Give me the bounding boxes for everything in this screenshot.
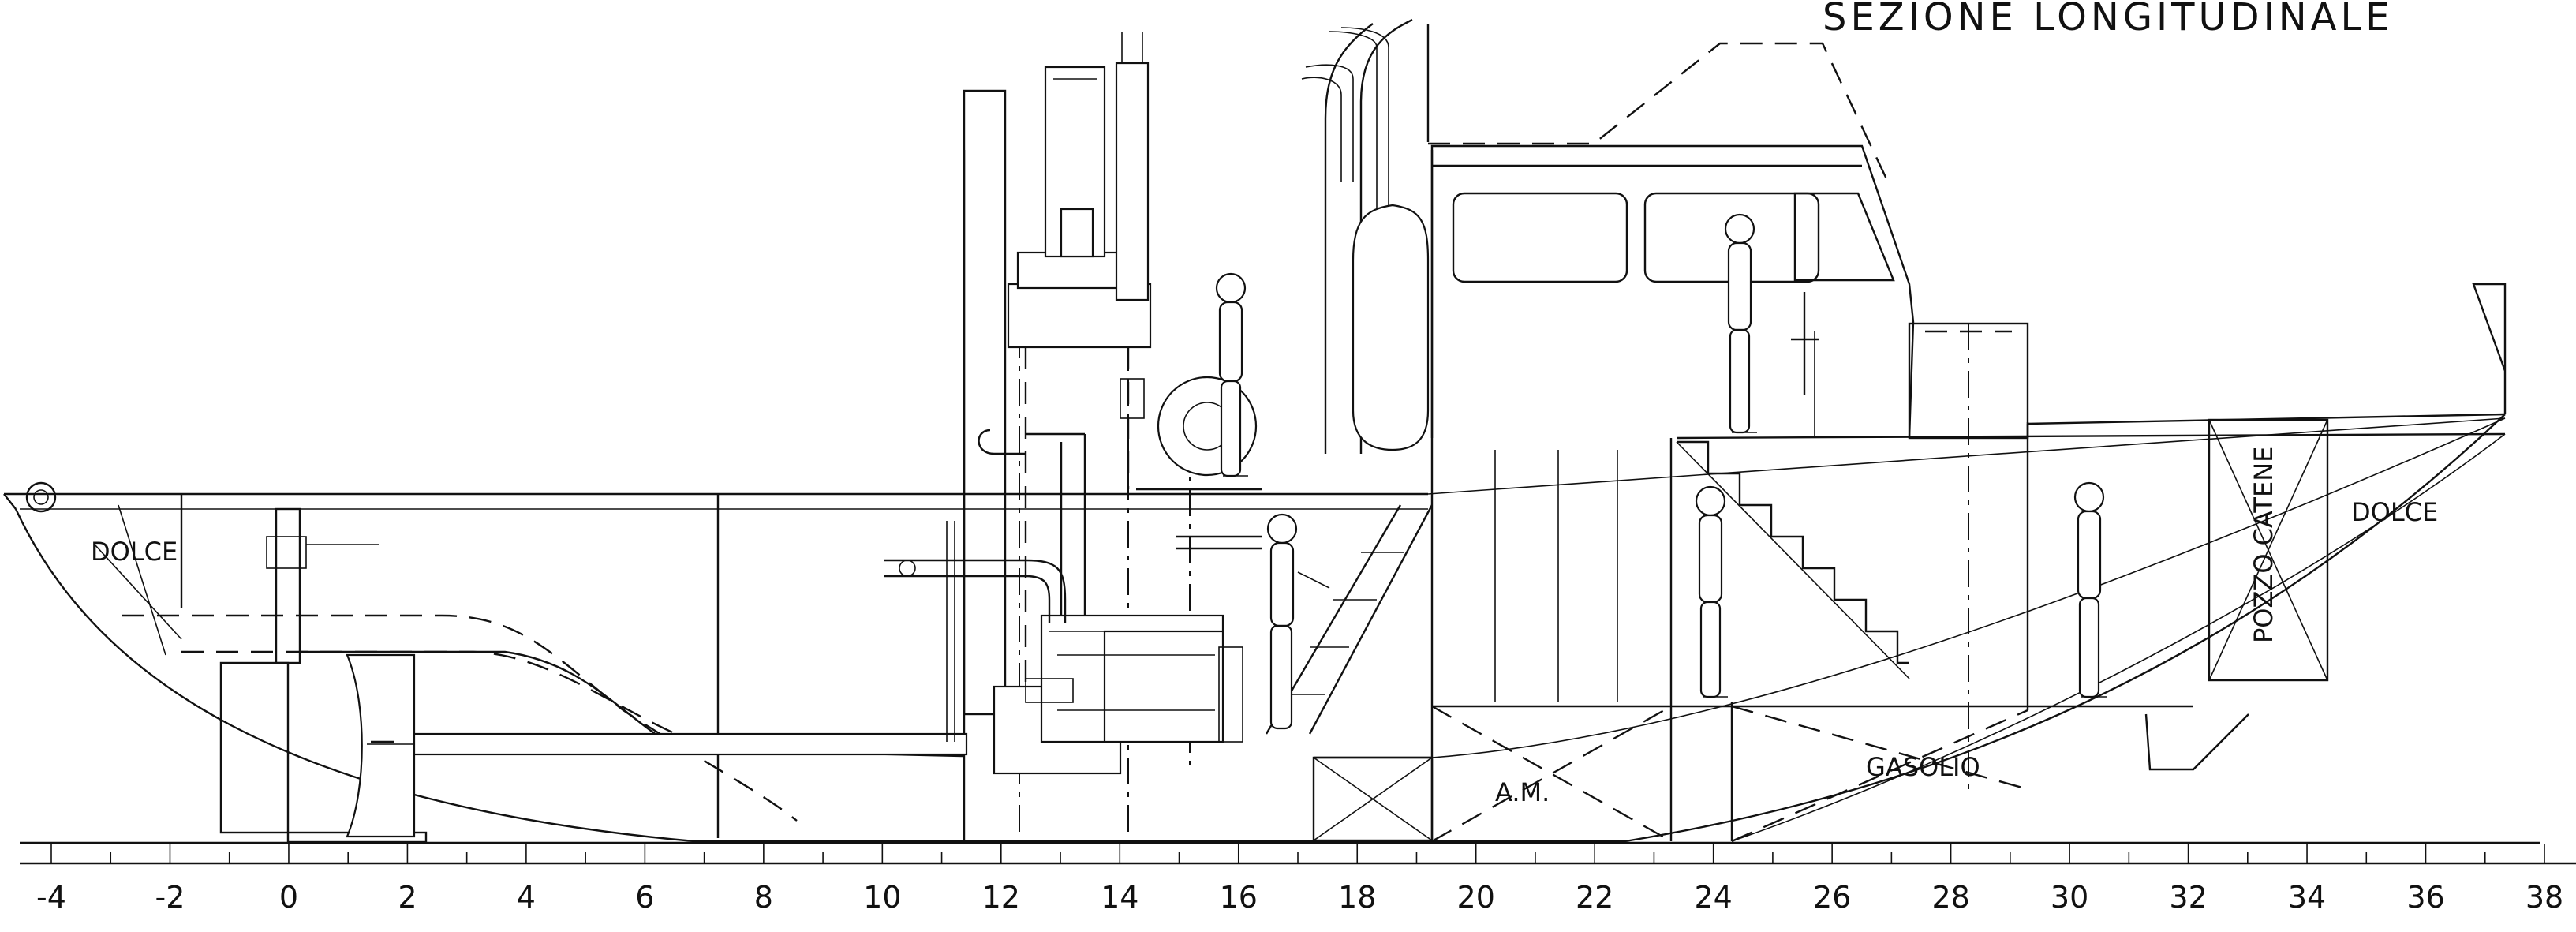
frame-tick-label: 2 — [398, 880, 417, 915]
frame-tick-label: 30 — [2051, 880, 2088, 915]
exhaust-funnel — [1301, 18, 1430, 454]
internal-staircase — [1676, 440, 1910, 679]
freshwater-am-tank: A.M. — [1431, 705, 1672, 843]
frame-tick-label: 26 — [1813, 880, 1851, 915]
frame-tick-label: 22 — [1576, 880, 1613, 915]
frame-tick-label: 6 — [635, 880, 654, 915]
engine-room-bilge — [1312, 756, 1434, 842]
chain-locker-label: POZZO CATENE — [2249, 447, 2279, 643]
frame-tick-label: 4 — [517, 880, 536, 915]
frame-tick-label: 34 — [2288, 880, 2326, 915]
wheelhouse — [1428, 42, 2029, 702]
chain-locker: POZZO CATENE — [2208, 418, 2329, 682]
fresh-water-fwd-label: DOLCE — [2351, 497, 2438, 527]
crew-figure-bridge — [1724, 213, 1757, 434]
towing-hook-icon — [978, 429, 1086, 616]
frame-tick-label: 8 — [754, 880, 773, 915]
frame-tick-label: 28 — [1931, 880, 1969, 915]
frame-tick-label: 38 — [2526, 880, 2563, 915]
diesel-tank: GASOLIO — [1731, 705, 2028, 843]
fresh-water-aft-label: DOLCE — [91, 537, 178, 567]
frame-tick-label: 14 — [1101, 880, 1138, 915]
frame-tick-label: 10 — [863, 880, 901, 915]
frame-tick-label: 18 — [1338, 880, 1376, 915]
fresh-water-aft-tank: DOLCE — [91, 504, 182, 656]
diesel-tank-label: GASOLIO — [1866, 752, 1980, 782]
crew-figure-lower-deck — [1695, 485, 1728, 698]
mooring-bitt-icon — [25, 481, 57, 513]
drawing-title: SEZIONE LONGITUDINALE — [1823, 0, 2394, 39]
frame-tick-label: -4 — [36, 880, 66, 915]
frame-tick-label: 0 — [279, 880, 298, 915]
crew-figure-crane-operator — [1215, 272, 1248, 477]
deck-crane — [963, 32, 1152, 716]
frame-tick-label: 16 — [1220, 880, 1258, 915]
frame-tick-label: 36 — [2406, 880, 2444, 915]
main-engine — [884, 521, 1262, 775]
am-tank-label: A.M. — [1495, 777, 1550, 807]
frame-tick-label: 24 — [1694, 880, 1732, 915]
crew-figure-forward-cabin — [2073, 481, 2107, 698]
steering-wheel-icon — [1791, 292, 1819, 395]
frame-tick-label: -2 — [155, 880, 185, 915]
frame-tick-label: 20 — [1457, 880, 1495, 915]
crew-figure-engine-ladder — [1266, 513, 1330, 730]
propeller — [346, 653, 416, 838]
frame-tick-label: 32 — [2169, 880, 2207, 915]
propeller-shaft — [367, 732, 968, 756]
frame-tick-label: 12 — [982, 880, 1020, 915]
